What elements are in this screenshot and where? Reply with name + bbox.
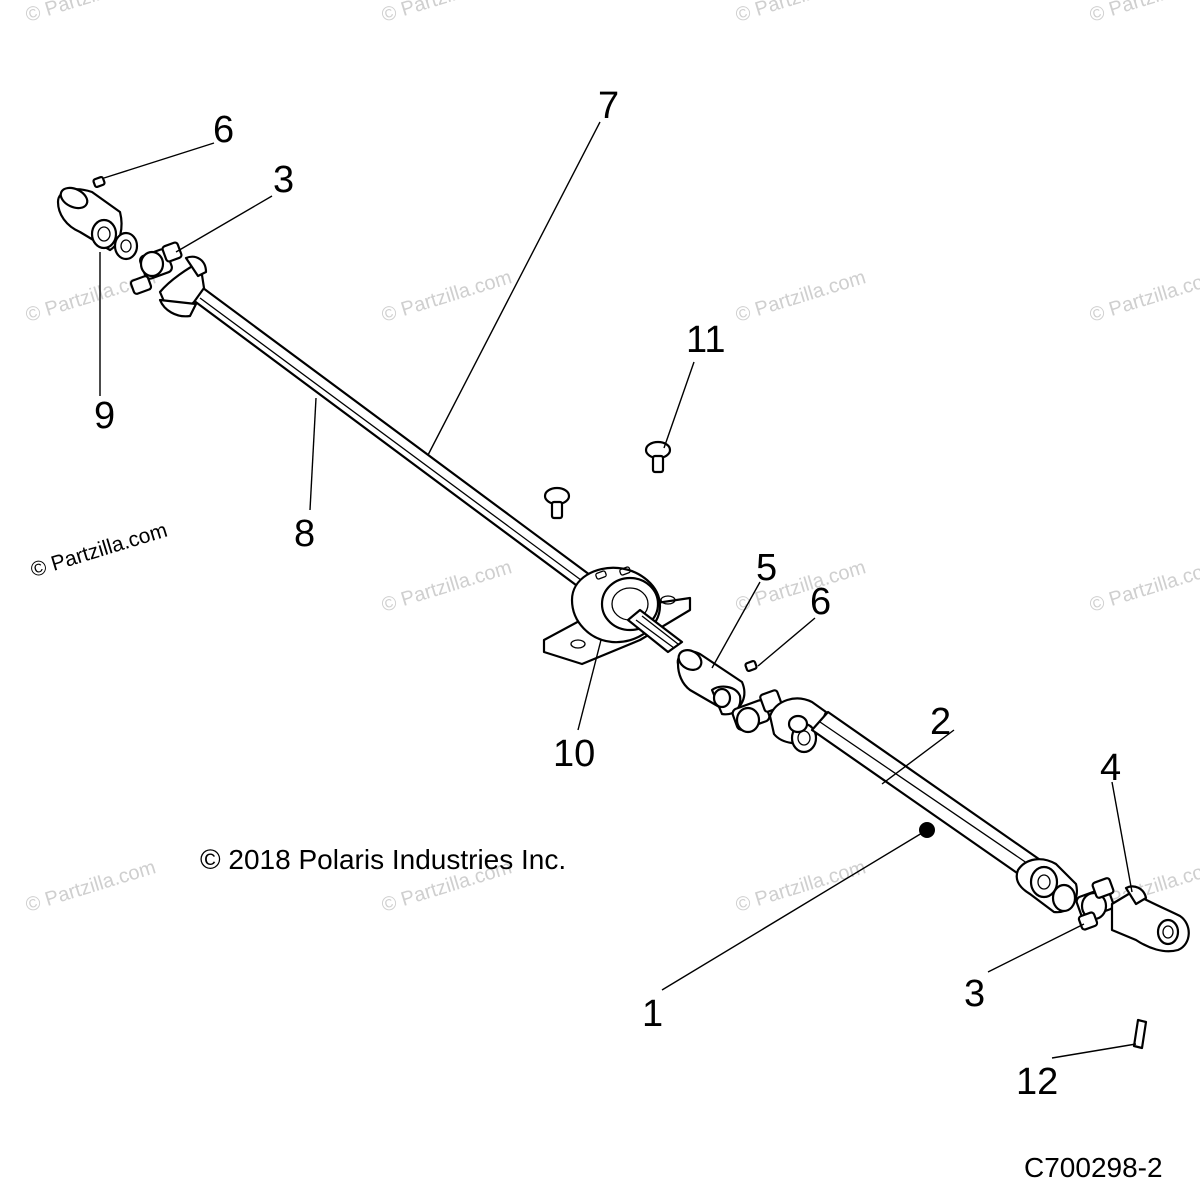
watermark: © Partzilla.com (1087, 0, 1200, 27)
rear-u-joint-cross (1075, 877, 1115, 931)
grease-fitting-upper (92, 175, 106, 189)
watermark: © Partzilla.com (23, 0, 158, 27)
rear-propshaft-end-yoke (1015, 858, 1078, 914)
watermark: © Partzilla.com (379, 0, 514, 27)
callout-10: 10 (553, 733, 595, 775)
roll-pin (1132, 1018, 1148, 1050)
watermark: © Partzilla.com (23, 856, 158, 916)
callout-3: 3 (273, 159, 294, 201)
callouts: 6 3 7 9 8 11 10 5 6 2 4 1 3 12 (94, 85, 1121, 1103)
grease-fitting-lower (744, 659, 758, 673)
watermark: © Partzilla.com (379, 266, 514, 326)
diagram-id: C700298-2 (1024, 1152, 1163, 1183)
rear-propshaft-yoke (768, 697, 828, 754)
callout-8: 8 (294, 513, 315, 555)
watermark: © Partzilla.com (733, 266, 868, 326)
watermark-grid: © Partzilla.com © Partzilla.com © Partzi… (23, 0, 1200, 917)
front-propshaft (191, 286, 592, 590)
callout-2: 2 (930, 701, 951, 743)
carrier-mount-bolt (543, 486, 571, 520)
callout-12: 12 (1016, 1061, 1058, 1103)
center-u-joint-cross (731, 689, 783, 734)
front-u-joint-cross (129, 241, 183, 295)
front-shaft-yoke (158, 255, 208, 318)
watermark: © Partzilla.com (733, 0, 868, 27)
leader-lines (99, 121, 1137, 1059)
callout-6: 6 (810, 581, 831, 623)
slip-yoke (676, 649, 746, 716)
callout-6: 6 (213, 109, 234, 151)
watermark: © Partzilla.com (23, 266, 158, 326)
watermark: © Partzilla.com (379, 556, 514, 616)
callout-11: 11 (686, 319, 725, 361)
copyright-notice: © 2018 Polaris Industries Inc. (200, 844, 567, 875)
rear-propshaft-tube (810, 710, 1048, 884)
watermark: © Partzilla.com (733, 856, 868, 916)
splined-stub-shaft (626, 608, 684, 654)
carrier-mount-bolt (644, 440, 672, 474)
front-coupler (56, 186, 139, 261)
callout-7: 7 (598, 85, 619, 127)
rear-output-yoke (1110, 885, 1190, 953)
watermark: © Partzilla.com (1087, 266, 1200, 326)
callout-1: 1 (642, 993, 663, 1035)
callout-3: 3 (964, 973, 985, 1015)
callout-4: 4 (1100, 747, 1121, 789)
watermark: © Partzilla.com (1087, 556, 1200, 616)
callout-9: 9 (94, 395, 115, 437)
watermark: © Partzilla.com (733, 556, 868, 616)
callout-5: 5 (756, 547, 777, 589)
